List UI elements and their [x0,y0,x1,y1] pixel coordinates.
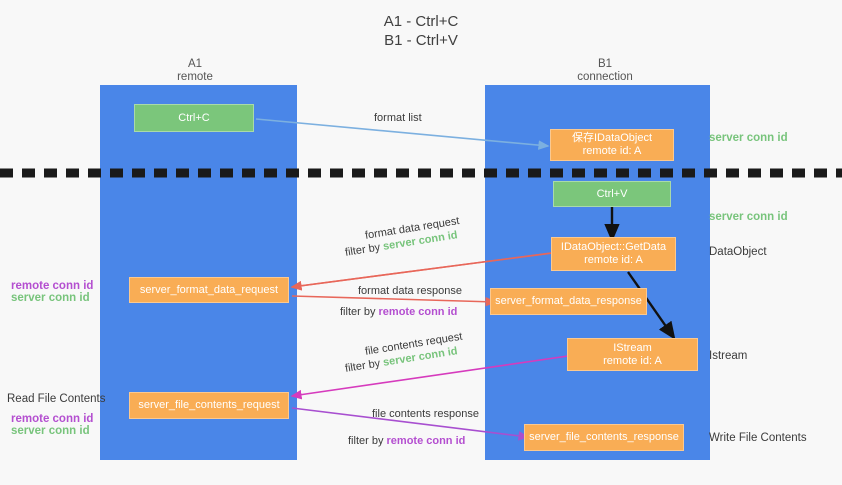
left-label-remote-conn-id-1: remote conn id [11,280,94,292]
box-server-file-contents-response-line1: server_file_contents_response [529,431,679,443]
box-server-format-data-request[interactable]: server_format_data_request [129,277,289,303]
arrow-label-file-contents-response-filter: filter by remote conn id [348,434,465,448]
right-label-dataobject: DataObject [709,246,767,258]
box-ctrl-c-line1: Ctrl+C [178,111,210,124]
box-istream[interactable]: IStream remote id: A [567,338,698,371]
page-title-line-2: B1 - Ctrl+V [384,32,458,49]
right-label-write-file-contents: Write File Contents [709,432,807,444]
arrow-label-format-data-response-filter: filter by remote conn id [340,305,457,319]
box-save-idataobject-line1: 保存IDataObject [571,132,653,144]
box-server-file-contents-request-line1: server_file_contents_request [138,399,280,411]
box-server-format-data-response-line1: server_format_data_response [495,295,642,307]
box-ctrl-v[interactable]: Ctrl+V [553,181,671,207]
box-save-idataobject-line2: remote id: A [582,145,642,157]
lane-header-b1: B1 connection [530,58,680,84]
lane-header-b1-name: B1 [597,58,613,70]
box-idataobject-getdata-line2: remote id: A [584,254,643,266]
left-label-read-file-contents: Read File Contents [7,393,106,405]
right-label-server-conn-id-2: server conn id [709,211,788,223]
box-istream-line2: remote id: A [603,354,662,367]
lane-header-a1-name: A1 [187,58,203,70]
left-label-remote-conn-id-2: remote conn id [11,413,94,425]
filter-prefix: filter by [340,306,379,318]
left-label-server-conn-id-2: server conn id [11,425,90,437]
filter-prefix: filter by [344,356,385,375]
box-idataobject-getdata-line1: IDataObject::GetData [560,241,667,253]
box-server-format-data-response[interactable]: server_format_data_response [490,288,647,315]
filter-prefix: filter by [344,240,385,259]
box-istream-line1: IStream [613,341,652,354]
filter-accent-remote-conn-id: remote conn id [378,306,458,318]
left-label-server-conn-id-1: server conn id [11,292,90,304]
box-ctrl-v-line1: Ctrl+V [596,187,628,200]
right-label-server-conn-id-1: server conn id [709,132,788,144]
filter-prefix: filter by [348,435,387,447]
lane-header-b1-sub: connection [577,71,633,83]
box-idataobject-getdata[interactable]: IDataObject::GetData remote id: A [551,237,676,271]
box-save-idataobject[interactable]: 保存IDataObject remote id: A [550,129,674,161]
lane-header-a1-sub: remote [177,71,213,83]
box-ctrl-c[interactable]: Ctrl+C [134,104,254,132]
filter-accent-remote-conn-id: remote conn id [386,435,466,447]
arrow-label-format-list: format list [374,112,422,124]
right-label-istream: Istream [709,350,748,362]
arrow-label-format-data-response: format data response [358,285,462,297]
page-title-line-1: A1 - Ctrl+C [383,13,459,30]
box-server-file-contents-response[interactable]: server_file_contents_response [524,424,684,451]
lane-header-a1: A1 remote [120,58,270,84]
box-server-file-contents-request[interactable]: server_file_contents_request [129,392,289,419]
box-server-format-data-request-line1: server_format_data_request [139,283,279,296]
arrow-label-file-contents-response: file contents response [372,408,480,420]
